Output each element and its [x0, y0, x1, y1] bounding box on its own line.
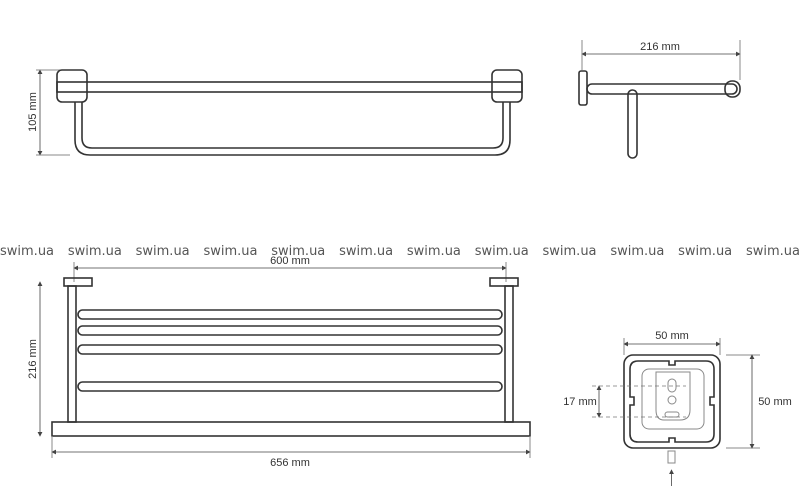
watermark: swim.ua [474, 244, 529, 259]
top-width-label: 656 mm [270, 457, 310, 469]
watermark: swim.ua [542, 244, 597, 259]
mount-spacing-label: 600 mm [270, 255, 310, 267]
watermark: swim.ua [203, 244, 258, 259]
watermark: swim.ua [339, 244, 394, 259]
top-view: 600 mm 216 mm 656 mm [27, 255, 531, 469]
watermark: swim.ua [610, 244, 665, 259]
side-view: 216 mm [578, 40, 741, 159]
watermark: swim.ua [678, 244, 733, 259]
top-depth-label: 216 mm [27, 339, 39, 379]
watermark: swim.ua [135, 244, 190, 259]
watermark: swim.ua [67, 244, 122, 259]
base-height-label: 50 mm [758, 396, 792, 408]
watermark: swim.ua [271, 244, 326, 259]
base-plate-view: 50 mm 17 mm 50 mm [563, 330, 792, 486]
watermark-row: swim.ua swim.ua swim.ua swim.ua swim.ua … [0, 244, 800, 259]
hole-spacing-label: 17 mm [563, 396, 597, 408]
watermark: swim.ua [745, 244, 800, 259]
side-depth-label: 216 mm [640, 41, 680, 53]
front-view: 105 mm [27, 69, 523, 156]
screw-icon [667, 450, 676, 464]
front-height-label: 105 mm [27, 92, 39, 132]
watermark: swim.ua [406, 244, 461, 259]
base-width-label: 50 mm [655, 330, 689, 342]
watermark: swim.ua [0, 244, 55, 259]
